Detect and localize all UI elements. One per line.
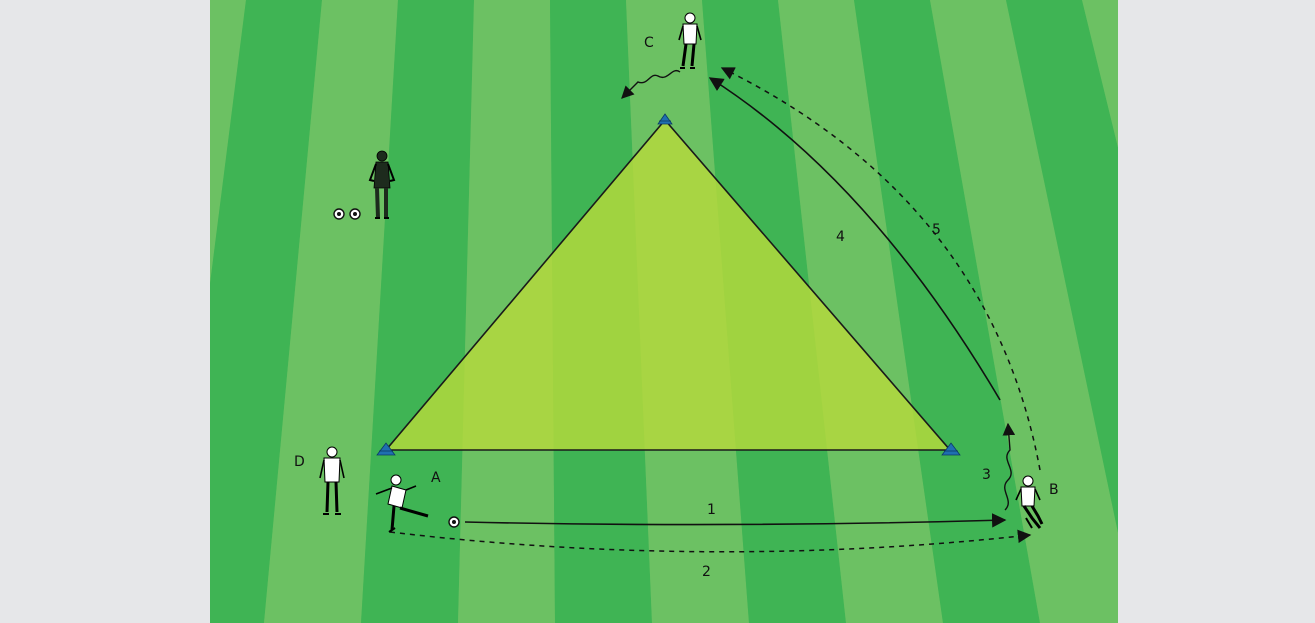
cone-icon (657, 113, 673, 125)
drill-diagram: 1 2 3 4 5 C D A B (210, 0, 1118, 623)
pass-4-arrow (708, 77, 1001, 401)
cone-icon (376, 442, 396, 456)
player-label-a: A (431, 470, 441, 486)
player-label-c: C (644, 35, 654, 51)
pass-1-arrow (464, 513, 1007, 528)
player-icon (1015, 475, 1044, 529)
pitch: 1 2 3 4 5 C D A B (210, 0, 1118, 623)
run-2-arrow (389, 529, 1032, 553)
step-label-2: 2 (702, 564, 711, 580)
run-5-arrow (720, 67, 1041, 471)
player-label-b: B (1049, 482, 1059, 498)
step-label-3: 3 (982, 467, 991, 483)
step-label-4: 4 (836, 229, 845, 245)
step-label-5: 5 (932, 222, 941, 238)
ball-icon (448, 516, 460, 528)
coach-icon (368, 150, 396, 219)
step-label-1: 1 (707, 502, 716, 518)
player-icon (319, 446, 345, 515)
dribble-c-arrow (621, 69, 681, 99)
player-label-d: D (294, 454, 305, 470)
triangle-zone (384, 118, 952, 451)
player-icon (375, 474, 429, 533)
ball-icon (349, 208, 361, 220)
ball-icon (333, 208, 345, 220)
dribble-3-arrow (1002, 422, 1016, 511)
player-icon (678, 12, 702, 69)
cone-icon (941, 442, 961, 456)
